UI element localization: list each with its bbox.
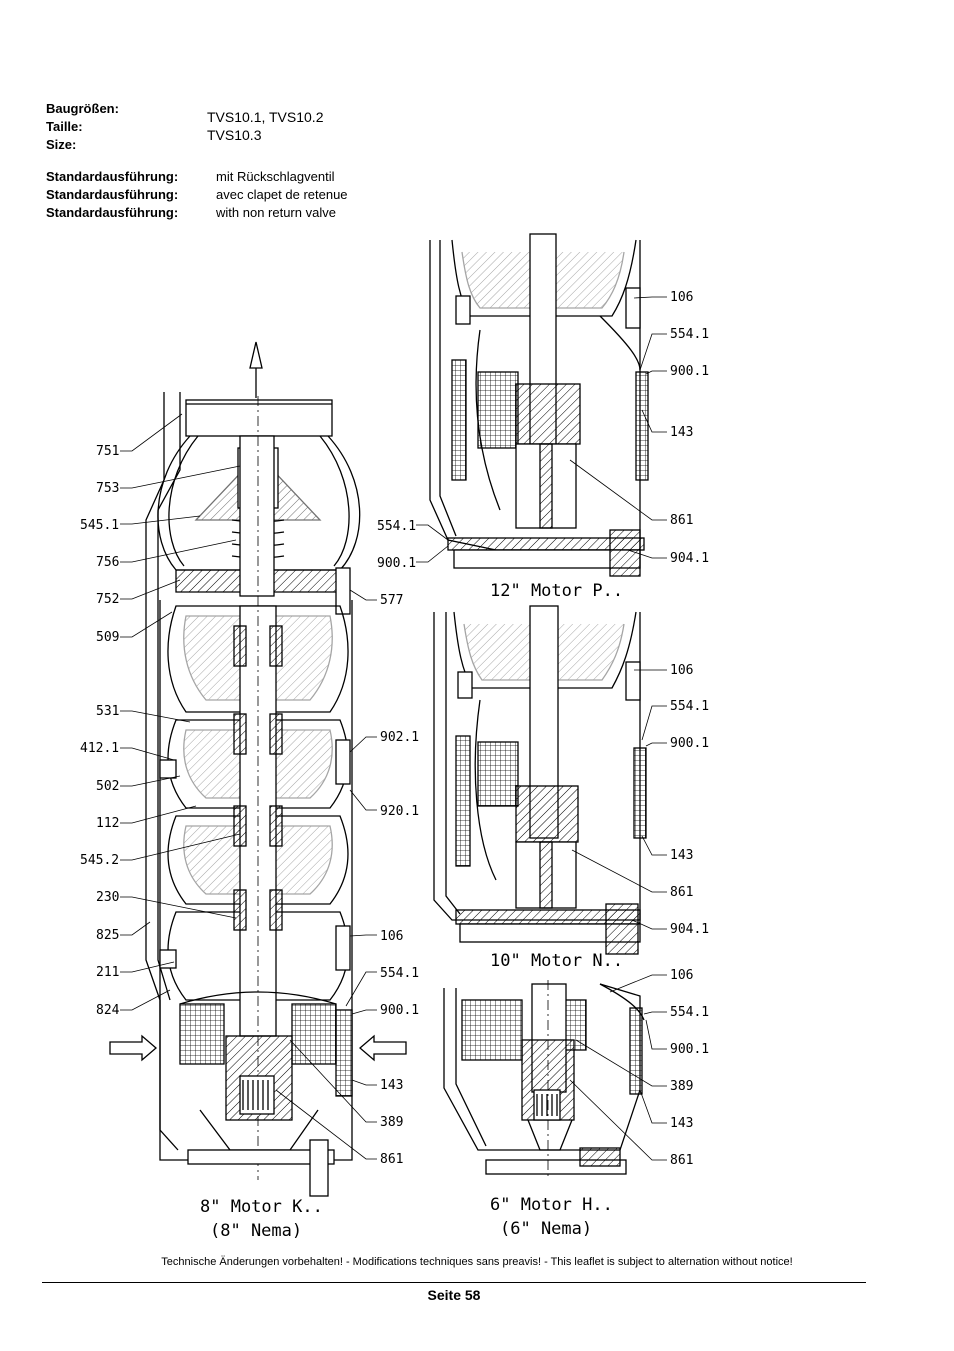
caption-motor8-line1: 8" Motor K.. (200, 1197, 323, 1217)
motor12-part-labels: 554.1 900.1 106 554.1 900.1 143 861 904.… (377, 290, 709, 571)
main-left-part-labels: 751 753 545.1 756 752 509 531 412.1 502 … (80, 444, 120, 1018)
part-label: 106 (380, 929, 403, 944)
standard-value-de: mit Rückschlagventil (216, 169, 335, 184)
part-label: 752 (96, 592, 119, 607)
standard-label-de: Standardausführung: (46, 169, 179, 184)
standard-label-en: Standardausführung: (46, 205, 179, 220)
part-label: 824 (96, 1003, 120, 1018)
part-label: 751 (96, 444, 119, 459)
part-label: 902.1 (380, 730, 419, 745)
standard-value-fr: avec clapet de retenue (216, 187, 348, 202)
main-pump-section (109, 341, 407, 1197)
size-label-fr: Taille: (46, 119, 83, 134)
part-label: 861 (670, 885, 693, 900)
footer-note: Technische Änderungen vorbehalten! - Mod… (161, 1256, 793, 1268)
motor6-leaders (569, 974, 667, 1161)
part-label: 143 (670, 1116, 693, 1131)
motor10-part-labels: 106 554.1 900.1 143 861 904.1 (670, 663, 709, 937)
part-label: 143 (380, 1078, 403, 1093)
part-label: 509 (96, 630, 119, 645)
part-label: 502 (96, 779, 119, 794)
footer-divider (42, 1282, 866, 1283)
part-label: 143 (670, 425, 693, 440)
size-label-en: Size: (46, 137, 77, 152)
part-label: 825 (96, 928, 119, 943)
part-label: 412.1 (80, 741, 119, 756)
motor12-section (429, 233, 649, 577)
part-label: 900.1 (670, 736, 709, 751)
part-label: 861 (670, 1153, 693, 1168)
part-label: 554.1 (670, 1005, 709, 1020)
part-label: 904.1 (670, 922, 709, 937)
part-label: 554.1 (670, 699, 709, 714)
size-label-de: Baugrößen: (46, 101, 119, 116)
part-label: 143 (670, 848, 693, 863)
part-label: 861 (380, 1152, 403, 1167)
caption-motor6-line2: (6" Nema) (500, 1219, 592, 1239)
caption-motor6-line1: 6" Motor H.. (490, 1195, 613, 1215)
caption-motor12: 12" Motor P.. (490, 581, 623, 601)
size-value-2: TVS10.3 (207, 127, 262, 143)
part-label: 389 (380, 1115, 403, 1130)
caption-motor10: 10" Motor N.. (490, 951, 623, 971)
part-label: 554.1 (670, 327, 709, 342)
standard-value-en: with non return valve (216, 205, 336, 220)
part-label: 577 (380, 593, 403, 608)
part-label: 756 (96, 555, 119, 570)
page-number: Seite 58 (427, 1287, 481, 1303)
caption-motor8-line2: (8" Nema) (210, 1221, 302, 1241)
part-label: 545.2 (80, 853, 119, 868)
part-label: 106 (670, 290, 693, 305)
main-right-part-labels: 577 902.1 920.1 106 554.1 900.1 143 389 … (380, 593, 419, 1167)
part-label: 900.1 (670, 364, 709, 379)
part-label: 389 (670, 1079, 693, 1094)
part-label: 900.1 (377, 556, 416, 571)
part-label: 112 (96, 816, 119, 831)
part-label: 920.1 (380, 804, 419, 819)
standard-label-fr: Standardausführung: (46, 187, 179, 202)
part-label: 900.1 (380, 1003, 419, 1018)
size-value-1: TVS10.1, TVS10.2 (207, 109, 324, 125)
part-label: 211 (96, 965, 119, 980)
part-label: 545.1 (80, 518, 119, 533)
part-label: 753 (96, 481, 119, 496)
part-label: 900.1 (670, 1042, 709, 1057)
motor10-leaders (571, 669, 667, 930)
motor12-leaders (416, 296, 667, 563)
part-label: 106 (670, 663, 693, 678)
part-label: 904.1 (670, 551, 709, 566)
part-label: 106 (670, 968, 693, 983)
part-label: 531 (96, 704, 119, 719)
part-label: 861 (670, 513, 693, 528)
motor6-section (443, 980, 645, 1180)
motor10-section (433, 605, 647, 955)
part-label: 554.1 (377, 519, 416, 534)
main-pump-leaders (120, 413, 377, 1160)
part-label: 230 (96, 890, 119, 905)
part-label: 554.1 (380, 966, 419, 981)
motor6-part-labels: 106 554.1 900.1 389 143 861 (670, 968, 709, 1168)
